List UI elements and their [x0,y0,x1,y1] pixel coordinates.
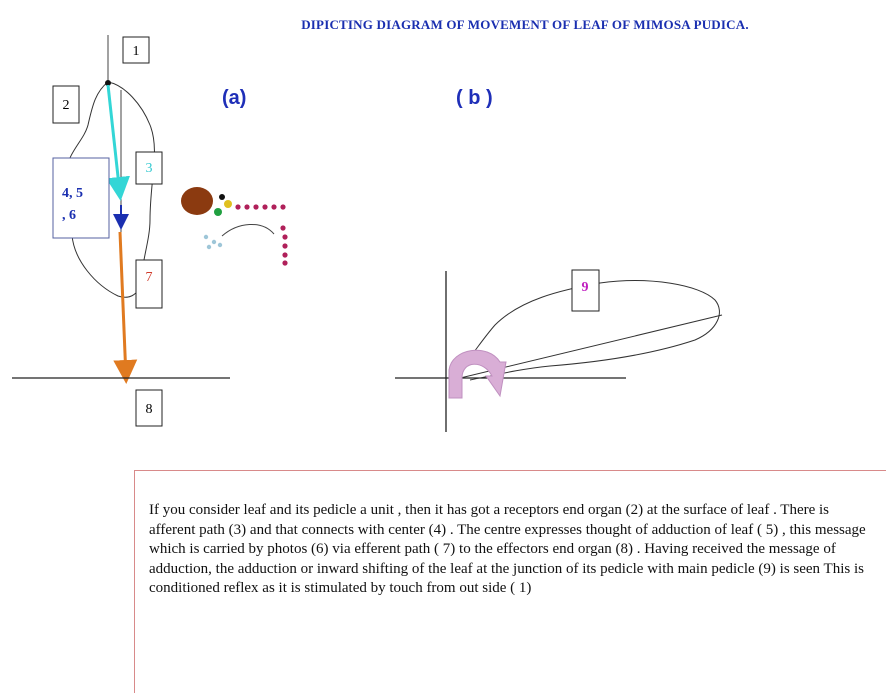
explanation-box: If you consider leaf and its pedicle a u… [134,470,886,693]
neuron-illustration [181,187,288,266]
label-box-8 [135,389,163,427]
nucleus-dot-green [214,208,222,216]
nucleus-dot-black [219,194,225,200]
efferent-path-arrow [113,231,138,384]
nucleus-dot-yellow [224,200,232,208]
label-456-line1: 4, 5 [62,186,83,201]
label-box-456 [52,157,110,239]
rotation-arrow [448,349,507,399]
panel-b-drawing: 9 [395,269,723,432]
panel-b-label: ( b ) [456,87,493,109]
label-8: 8 [146,402,153,417]
leaf-outline-a [64,81,155,298]
label-456-line2: , 6 [62,208,76,223]
leaf-outline-b [451,280,720,381]
vesicle-dots [203,234,223,250]
label-box-2 [52,85,80,124]
label-7: 7 [146,270,153,285]
label-box-1 [122,36,150,64]
axon-dots-horizontal [235,204,286,210]
synapse-arc [221,224,275,237]
label-9: 9 [582,280,589,295]
axon-dots-vertical [280,225,288,266]
label-box-9 [571,269,600,312]
diagram-title: DIPICTING DIAGRAM OF MOVEMENT OF LEAF OF… [301,17,749,32]
panel-a-drawing: 1 2 3 4, 5 , 6 7 8 [12,35,230,427]
receptor-dot [105,80,111,86]
mimosa-diagram: 1 2 3 4, 5 , 6 7 8 [12,35,723,432]
panel-a-label: (a) [222,87,247,109]
label-box-3 [135,151,163,185]
cell-body [181,187,213,215]
afferent-path-arrow [106,84,130,201]
explanation-text: If you consider leaf and its pedicle a u… [149,502,866,596]
label-box-7 [135,259,163,309]
label-2: 2 [63,98,70,113]
label-3: 3 [146,161,153,176]
label-1: 1 [133,44,140,59]
